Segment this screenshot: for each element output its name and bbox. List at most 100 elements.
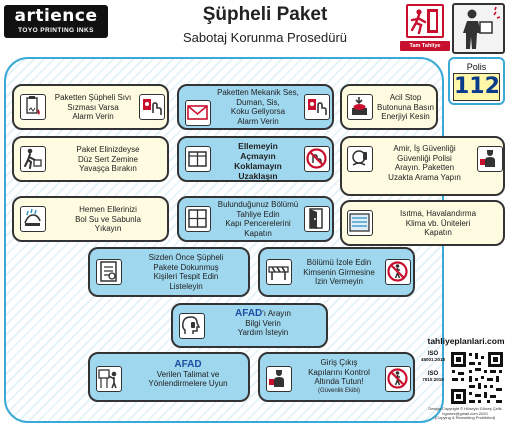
window-icon — [185, 206, 211, 232]
step-text-line: Altında Tutun! — [314, 377, 364, 386]
step-text-line: Sızması Varsa — [67, 102, 119, 112]
logo-tagline: TOYO PRINTING INKS — [18, 27, 94, 34]
person-placing-package-icon — [20, 146, 46, 172]
step-mechanical-sound: Paketten Mekanik Ses, Duman, Sis, Koku G… — [177, 84, 334, 130]
person-carrying-package-icon — [452, 3, 505, 54]
security-guard-icon — [266, 366, 292, 392]
iso-label: ISO — [427, 351, 439, 357]
page-title: Şüpheli Paket — [202, 4, 328, 25]
step-text-line: Duman, Sis, — [236, 97, 280, 107]
step-follow-instructions: AFAD Verilen Talimat ve Yönlendirmelere … — [88, 352, 250, 402]
step-text-line: Verilen Talimat ve — [156, 369, 220, 379]
barrier-icon — [266, 259, 292, 285]
iso-code: 7010:2019 — [422, 377, 444, 382]
envelope-icon — [185, 100, 211, 126]
step-text-line: Bulunduğunuz Bölümü — [217, 200, 299, 209]
step-text-line: Isıtma, Havalandırma — [399, 209, 477, 218]
copyright-line: hgunes@gmail.com 2020 — [442, 410, 488, 416]
step-text-line: Sizden Önce Şüpheli — [148, 253, 224, 262]
website-link[interactable]: tahliyeplanlari.com — [427, 336, 505, 346]
running-exit-icon — [406, 4, 444, 38]
page-subtitle: Sabotaj Korunma Prosedürü — [182, 30, 348, 45]
step-text-line: Yavaşça Bırakın — [79, 164, 137, 173]
step-evacuate-section: Bulunduğunuz Bölümü Tahliye Edin Kapı Pe… — [177, 196, 334, 242]
step-text-line: Alarm Verin — [72, 112, 114, 121]
step-text-line: Acil Stop — [389, 93, 422, 102]
step-text-line: Güvenliği Polisi — [397, 153, 452, 163]
logo-name: artience — [14, 6, 98, 26]
afad-brand: AFAD — [174, 359, 202, 370]
step-text-line: (Güvenlik Ekibi) — [317, 387, 360, 394]
step-control-entrances: Giriş Çıkış Kapılarını Kontrol Altında T… — [258, 352, 415, 402]
step-text-line: Bol Su ve Sabunla — [75, 214, 141, 224]
step-text-line: Düz Sert Zemine — [77, 154, 139, 164]
step-text-line: Hemen Ellerinizi — [79, 205, 137, 214]
security-officer-icon — [477, 146, 503, 172]
step-text-line: Paketten Şüpheli Sıvı — [54, 93, 132, 102]
step-liquid-leak: Paketten Şüpheli Sıvı Sızması Varsa Alar… — [12, 84, 169, 130]
no-touch-prohibition-icon — [304, 146, 330, 172]
step-text-line: İzin Vermeyin — [314, 277, 364, 286]
checklist-icon — [96, 259, 122, 285]
copyright-line: Design Copyright © Hüseyin Güneş Çelik — [428, 406, 502, 411]
step-text-line: Tahliye Edin — [236, 209, 280, 219]
step-text-line: 'ı Arayın — [262, 309, 291, 318]
emergency-number: 112 — [453, 73, 500, 101]
step-text-line: Kapı Pencerelerini — [225, 219, 291, 228]
no-entry-prohibition-icon — [385, 366, 411, 392]
copyright-line: (Copying & Reworking Prohibited) — [434, 415, 496, 421]
step-text-line: Butonuna Basın — [377, 102, 434, 112]
emergency-label: Polis — [466, 62, 487, 72]
alarm-hand-icon — [139, 94, 165, 120]
step-wash-hands: Hemen Ellerinizi Bol Su ve Sabunla Yıkay… — [12, 196, 169, 242]
step-text-line: Bilgi Verin — [245, 318, 281, 328]
step-text-line: Açmayın — [240, 151, 276, 161]
step-text-line: Bölümü İzole Edin — [306, 258, 372, 267]
step-text-line: Giriş Çıkış — [320, 358, 358, 367]
hand-washing-icon — [20, 206, 46, 232]
step-do-not-touch: Ellemeyin Açmayın Koklamayın Uzaklaşın — [177, 136, 334, 182]
copyright-notice: Design Copyright © Hüseyin Güneş Çelik h… — [419, 406, 511, 421]
iso-badge: ISO 7010:2019 — [420, 371, 446, 382]
step-call-afad: AFAD'ı Arayın Bilgi Verin Yardım İsteyin — [171, 303, 328, 348]
qr-code[interactable] — [449, 350, 505, 406]
step-text-line: Listeleyin — [169, 281, 203, 291]
no-entry-prohibition-icon — [385, 259, 411, 285]
step-text-line: Kapatın — [244, 228, 272, 238]
step-text-line: Kişileri Tespit Edin — [153, 272, 219, 281]
door-icon — [304, 206, 330, 232]
step-text-line: Kimsenin Girmesine — [303, 267, 375, 277]
speaking-head-icon — [179, 313, 205, 339]
step-text-line: Uzaklaşın — [238, 171, 278, 181]
step-text-line: Yıkayın — [94, 224, 122, 233]
step-set-down-package: Paket Elinizdeyse Düz Sert Zemine Yavaşç… — [12, 136, 169, 182]
afad-call-line: AFAD'ı Arayın — [213, 309, 313, 319]
iso-badge: ISO 45001:2018 — [420, 351, 446, 362]
step-turn-off-ventilation: Isıtma, Havalandırma Klima vb. Üniteleri… — [340, 200, 505, 246]
step-text-line: Koklamayın — [234, 161, 282, 171]
step-list-contacts: Sizden Önce Şüpheli Pakete Dokunmuş Kişi… — [88, 247, 250, 297]
step-text-line: Pakete Dokunmuş — [153, 262, 219, 272]
step-text-line: Enerjiyi Kesin — [381, 112, 430, 121]
step-text-line: Amir, İş Güvenliği — [393, 144, 456, 153]
step-text-line: Yönlendirmelere Uyun — [148, 379, 228, 388]
step-text-line: Kapılarını Kontrol — [308, 367, 370, 377]
exit-caption: Tam Tahliye — [400, 41, 450, 51]
instructor-board-icon — [96, 366, 122, 392]
ventilation-icon — [347, 210, 373, 236]
step-text-line: Koku Geliyorsa — [230, 107, 286, 116]
step-text-line: Arayın. Paketten — [394, 163, 455, 172]
emergency-number-box: Polis 112 — [448, 57, 505, 105]
step-text-line: Paketten Mekanik Ses, — [217, 88, 299, 97]
step-text-line: Paket Elinizdeyse — [76, 145, 140, 154]
step-text-line: Yardım İsteyin — [237, 328, 289, 337]
afad-brand: AFAD — [235, 308, 263, 319]
artience-logo: artience TOYO PRINTING INKS — [4, 5, 108, 38]
closed-package-icon — [185, 146, 211, 172]
step-text-line: Uzakta Arama Yapın — [388, 172, 461, 182]
alarm-hand-icon — [304, 94, 330, 120]
step-text-line: Klima vb. Üniteleri — [405, 218, 471, 228]
liquid-leak-icon — [20, 94, 46, 120]
step-text-line: Kapatın — [424, 228, 452, 237]
